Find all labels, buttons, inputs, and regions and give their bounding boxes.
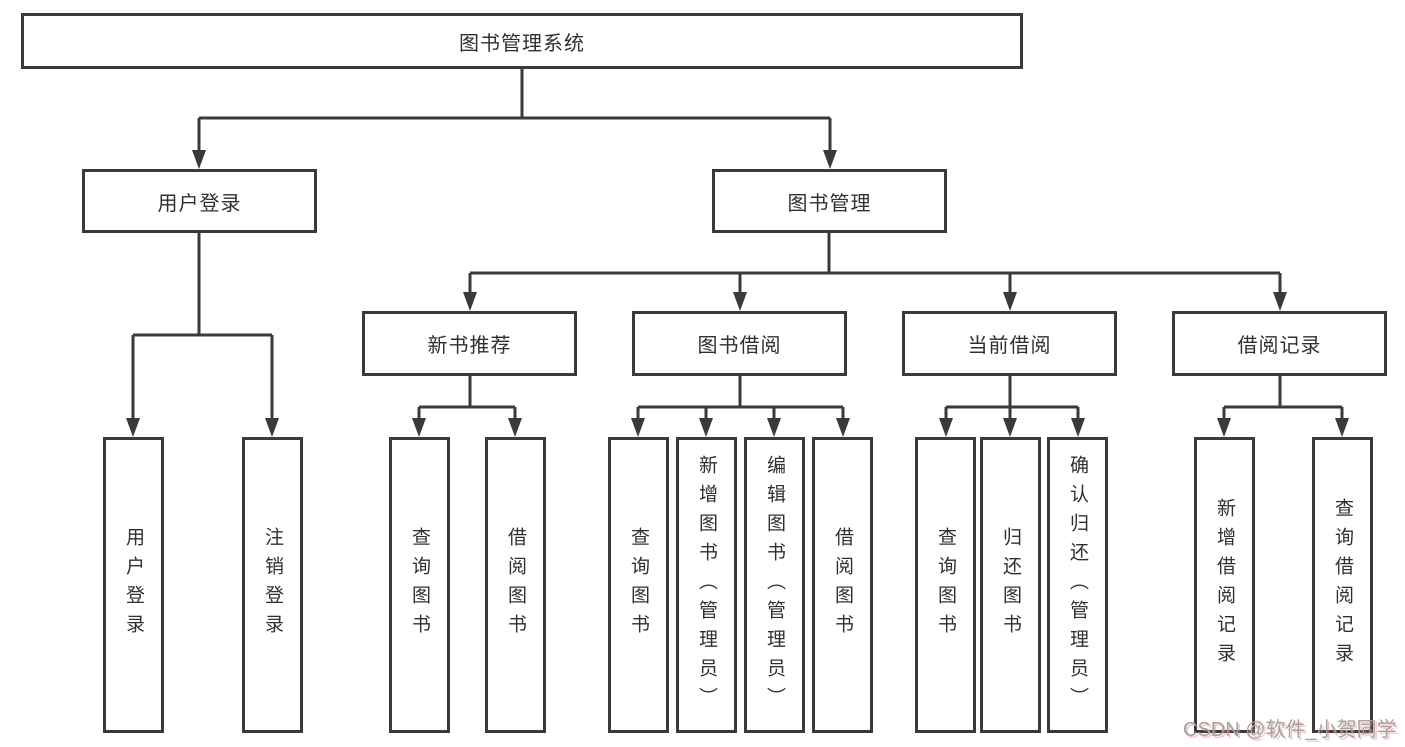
- connector-current-borrowing-to-leaves: [939, 376, 1085, 437]
- connector-book-borrowing-to-leaves: [631, 376, 850, 437]
- leaf-confirm-return-admin: 确认归还（管理员）: [1047, 437, 1108, 733]
- leaf-add-book-admin: 新增图书（管理员）: [676, 437, 737, 733]
- node-label: 新书推荐: [427, 335, 512, 357]
- leaf-label: 注销登录: [262, 527, 283, 643]
- leaf-label: 用户登录: [123, 527, 144, 643]
- node-current-borrowing: 当前借阅: [902, 311, 1117, 376]
- node-label: 用户登录: [157, 192, 242, 215]
- leaf-return-book: 归还图书: [980, 437, 1041, 733]
- leaf-query-books-borrowing: 查询图书: [608, 437, 669, 733]
- leaf-add-borrow-record: 新增借阅记录: [1194, 437, 1255, 733]
- node-new-book-recommendation: 新书推荐: [362, 311, 577, 376]
- node-root-library-management-system: 图书管理系统: [21, 13, 1023, 69]
- csdn-watermark: CSDN @软件_小贺同学: [1183, 719, 1397, 741]
- node-label: 借阅记录: [1237, 335, 1322, 357]
- leaf-query-books-current: 查询图书: [915, 437, 976, 733]
- connector-root-to-level2: [192, 69, 837, 169]
- leaf-label: 新增借阅记录: [1214, 498, 1235, 672]
- node-label: 图书借阅: [697, 335, 782, 357]
- connector-book-management-to-level3: [463, 233, 1287, 311]
- leaf-label: 借阅图书: [505, 527, 526, 643]
- leaf-label: 编辑图书（管理员）: [764, 454, 785, 716]
- leaf-label: 归还图书: [1000, 527, 1021, 643]
- leaf-borrow-books-recommend: 借阅图书: [485, 437, 546, 733]
- leaf-label: 新增图书（管理员）: [696, 454, 717, 716]
- connector-new-book-recommendation-to-leaves: [412, 376, 522, 437]
- node-label: 当前借阅: [967, 335, 1052, 357]
- node-borrowing-records: 借阅记录: [1172, 311, 1387, 376]
- leaf-label: 确认归还（管理员）: [1067, 454, 1088, 716]
- leaf-borrow-books-borrowing: 借阅图书: [812, 437, 873, 733]
- connector-user-login-to-leaves: [126, 233, 279, 437]
- leaf-label: 查询图书: [409, 527, 430, 643]
- leaf-logout-action: 注销登录: [242, 437, 303, 733]
- node-label: 图书管理: [787, 192, 872, 215]
- leaf-query-borrow-record: 查询借阅记录: [1312, 437, 1373, 733]
- connector-borrowing-records-to-leaves: [1217, 376, 1349, 437]
- leaf-label: 查询图书: [935, 527, 956, 643]
- leaf-label: 查询图书: [628, 527, 649, 643]
- leaf-user-login-action: 用户登录: [103, 437, 164, 733]
- node-user-login: 用户登录: [82, 169, 317, 233]
- leaf-label: 查询借阅记录: [1332, 498, 1353, 672]
- node-label: 图书管理系统: [459, 32, 585, 55]
- node-book-management: 图书管理: [712, 169, 947, 233]
- leaf-edit-book-admin: 编辑图书（管理员）: [744, 437, 805, 733]
- leaf-label: 借阅图书: [832, 527, 853, 643]
- leaf-query-books-recommend: 查询图书: [389, 437, 450, 733]
- node-book-borrowing: 图书借阅: [632, 311, 847, 376]
